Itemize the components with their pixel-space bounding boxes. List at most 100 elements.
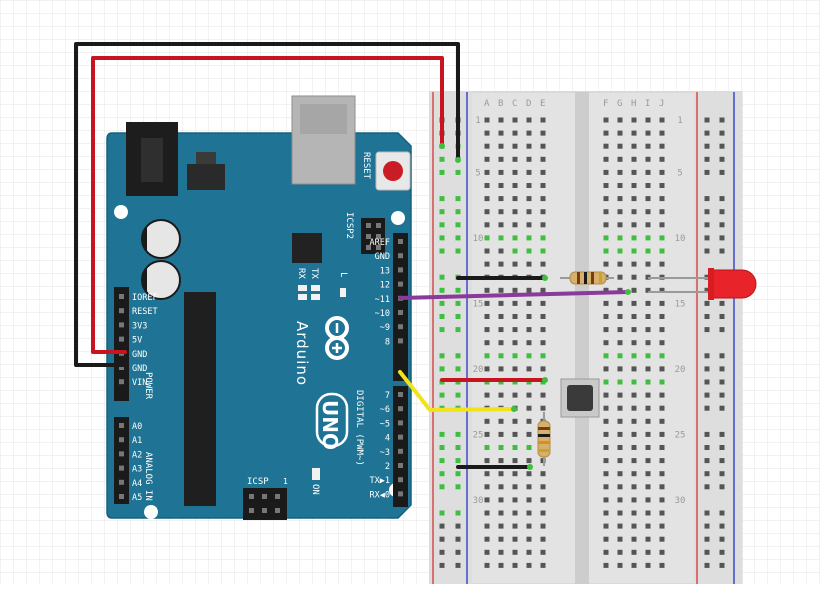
icsp-pin (275, 494, 280, 499)
breadboard-hole (645, 169, 651, 175)
breadboard-hole (659, 523, 665, 529)
breadboard-hole (631, 274, 637, 280)
breadboard-hole (484, 562, 490, 568)
digital-pin-label: 12 (380, 281, 390, 291)
row-label: 25 (473, 430, 484, 440)
breadboard-hole (540, 196, 546, 202)
breadboard-hole (631, 353, 637, 359)
breadboard-hole (603, 353, 609, 359)
breadboard-hole (617, 418, 623, 424)
rail-hole (455, 248, 461, 254)
breadboard-hole (645, 497, 651, 503)
capacitor-1-mark (141, 226, 147, 252)
breadboard-hole (498, 143, 504, 149)
breadboard-hole (659, 156, 665, 162)
rail-hole (439, 287, 445, 293)
wire-endpoints (439, 143, 631, 470)
header-pin (119, 336, 124, 342)
digital-pin-label: 7 (385, 391, 390, 401)
digital-pin-label: ~6 (380, 405, 390, 415)
breadboard-hole (603, 418, 609, 424)
breadboard-hole (603, 222, 609, 228)
wire-gnd-black (74, 42, 460, 367)
icsp-header (243, 488, 287, 520)
rail-hole (439, 156, 445, 162)
breadboard-hole (659, 471, 665, 477)
breadboard-hole (484, 117, 490, 123)
rail-hole (455, 314, 461, 319)
breadboard-hole (498, 156, 504, 162)
header-pin (119, 437, 124, 443)
rail-hole (455, 562, 461, 568)
rail-hole (439, 562, 445, 568)
header-pin (398, 392, 403, 397)
breadboard-hole (645, 510, 651, 516)
icsp-pin (262, 494, 267, 499)
rail-hole (704, 156, 710, 162)
rail-hole (704, 458, 710, 464)
breadboard-hole (498, 510, 504, 516)
header-pin (119, 379, 124, 385)
breadboard-hole (484, 471, 490, 477)
breadboard-hole (484, 549, 490, 555)
breadboard-hole (659, 497, 665, 503)
digital-pin-label: AREF (370, 238, 390, 248)
breadboard-hole (484, 392, 490, 398)
breadboard-hole (631, 222, 637, 228)
rail-hole (719, 235, 725, 241)
reset-label: RESET (361, 152, 371, 180)
power-pin-label: 3V3 (132, 321, 147, 331)
breadboard-hole (512, 458, 518, 464)
breadboard-hole (484, 327, 490, 333)
led-tx-b (298, 294, 307, 300)
rail-hole (719, 327, 725, 333)
breadboard-hole (617, 300, 623, 306)
rail-hole (439, 222, 445, 228)
header-pin (398, 253, 403, 259)
header-pin (398, 477, 403, 483)
breadboard-hole (617, 458, 623, 464)
breadboard-hole (484, 169, 490, 175)
header-pin (398, 434, 403, 440)
breadboard-hole (645, 300, 651, 306)
breadboard-hole (603, 445, 609, 450)
breadboard-hole (484, 418, 490, 424)
header-pin (119, 322, 124, 328)
rail-hole (439, 549, 445, 555)
header-pins (119, 239, 403, 513)
breadboard-hole (540, 130, 546, 136)
header-pin (119, 423, 124, 428)
voltage-regulator-tab (196, 152, 216, 164)
breadboard-hole (659, 484, 665, 490)
rail-hole (704, 235, 710, 241)
rail-hole (704, 366, 710, 372)
breadboard-hole (645, 209, 651, 215)
breadboard-hole (617, 130, 623, 136)
breadboard-hole (484, 287, 490, 293)
power-pin-label: GND (132, 364, 147, 374)
breadboard-hole (645, 261, 651, 267)
breadboard-hole (498, 169, 504, 175)
breadboard-hole (617, 261, 623, 267)
breadboard-hole (512, 497, 518, 503)
breadboard-hole (540, 562, 546, 568)
breadboard-hole (512, 340, 518, 346)
rail-hole (439, 274, 445, 280)
row-label: 10 (473, 234, 484, 244)
rail-hole (439, 484, 445, 490)
breadboard-hole (540, 353, 546, 359)
breadboard-hole (659, 117, 665, 123)
breadboard-hole (659, 327, 665, 333)
header-pin (398, 324, 403, 330)
breadboard-hole (498, 549, 504, 555)
icsp2-label: ICSP2 (344, 212, 354, 239)
breadboard-hole (603, 209, 609, 215)
breadboard-hole (603, 300, 609, 306)
rail-hole (704, 392, 710, 398)
breadboard-hole (484, 209, 490, 215)
header-pin (398, 310, 403, 315)
power-pin-label: RESET (132, 307, 158, 317)
breadboard-hole (484, 235, 490, 241)
breadboard-hole (512, 248, 518, 254)
